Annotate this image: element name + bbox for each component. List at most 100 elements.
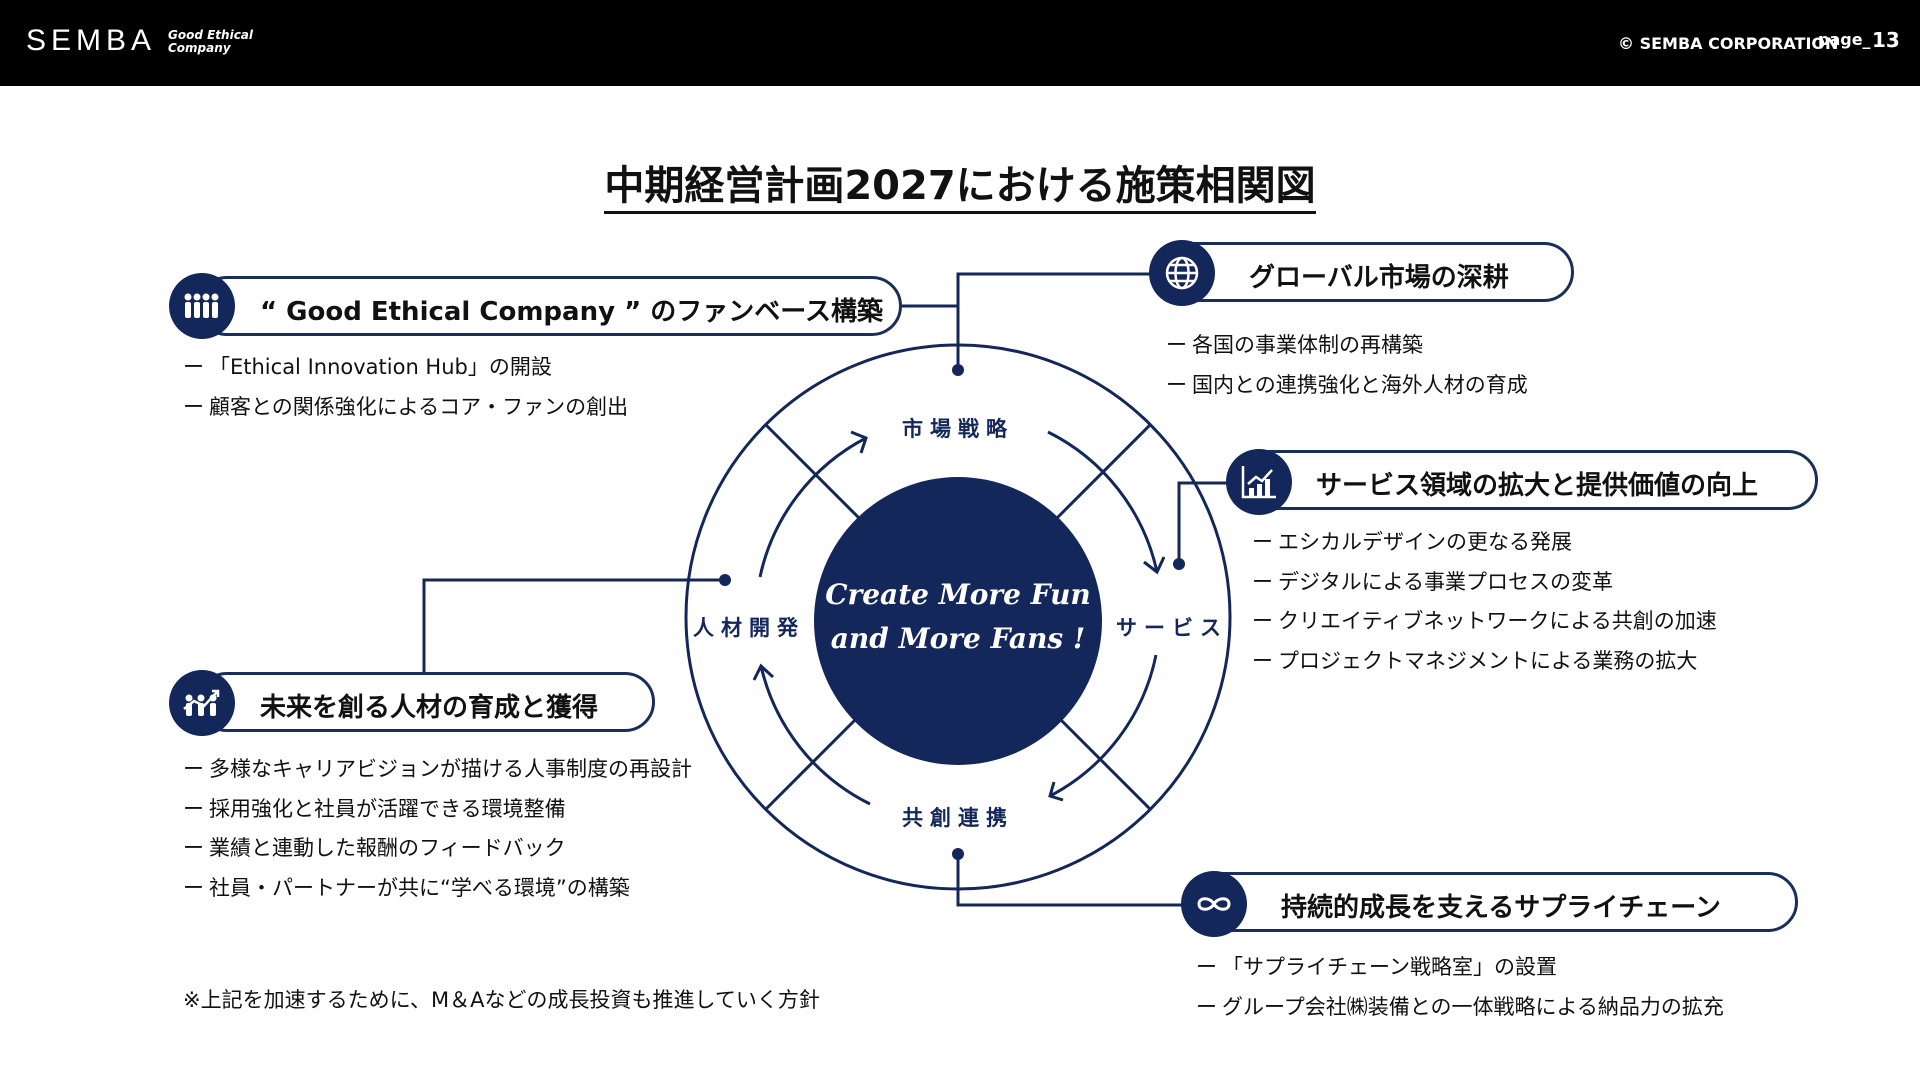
page-title-text: 中期経営計画2027における施策相関図 [604, 163, 1316, 214]
logo-tagline-line1: Good Ethical [168, 28, 254, 42]
list-item: ー多様なキャリアビジョンが描ける人事制度の再設計 [183, 754, 692, 794]
outer-ring [684, 343, 1232, 891]
cycle-arrowhead-top-left [850, 430, 868, 454]
page-label: page_ [1818, 30, 1871, 49]
bullet-dash: ー [183, 355, 204, 379]
list-item: ーデジタルによる事業プロセスの変革 [1252, 567, 1717, 607]
bullet-dash: ー [1252, 530, 1273, 554]
list-item: ー顧客との関係強化によるコア・ファンの創出 [183, 392, 628, 432]
bullet-dash: ー [183, 796, 204, 821]
semba-logo: SEMBA [26, 24, 157, 57]
bullet-text: クリエイティブネットワークによる共創の加速 [1278, 609, 1717, 633]
connector-dot-left [719, 574, 731, 586]
bullet-dash: ー [1196, 955, 1217, 979]
supply-bullets: ー「サプライチェーン戦略室」の設置 ーグループ会社㈱装備との一体戦略による納品力… [1196, 952, 1724, 1031]
cycle-arrow-top-left [758, 436, 867, 578]
core-message: Create More Fun and More Fans ! [808, 573, 1108, 661]
spoke-nw [763, 422, 863, 522]
header-bar: SEMBA Good Ethical Company © SEMBA CORPO… [0, 0, 1920, 86]
infinity-icon [1181, 871, 1247, 937]
ring-label-talent: 人材開発 [693, 616, 805, 640]
page-number: 13 [1872, 28, 1900, 52]
connector-dot-bottom [952, 848, 964, 860]
list-item: ー採用強化と社員が活躍できる環境整備 [183, 794, 692, 834]
copyright-text: © SEMBA CORPORATION [1618, 34, 1839, 53]
fanbase-bullets: ー「Ethical Innovation Hub」の開設 ー顧客との関係強化によ… [183, 352, 628, 431]
footnote: ※上記を加速するために、M＆Aなどの成長投資も推進していく方針 [183, 988, 820, 1012]
bullet-dash: ー [183, 836, 204, 860]
bullet-text: 「サプライチェーン戦略室」の設置 [1222, 955, 1557, 979]
ring-label-cocreation: 共創連携 [902, 806, 1014, 830]
service-pill: サービス領域の拡大と提供価値の向上 [1228, 450, 1818, 510]
bullet-text: 採用強化と社員が活躍できる環境整備 [209, 796, 566, 821]
talent-pill: 未来を創る人材の育成と獲得 [197, 672, 655, 732]
core-message-line2: and More Fans ! [830, 622, 1086, 655]
ring-label-service: サービス [1116, 616, 1228, 640]
list-item: ー社員・パートナーが共に“学べる環境”の構築 [183, 873, 692, 913]
connector-talent [422, 578, 725, 672]
bullet-dash: ー [183, 875, 204, 900]
bullet-text: 多様なキャリアビジョンが描ける人事制度の再設計 [209, 757, 692, 781]
global-pill: グローバル市場の深耕 [1150, 242, 1574, 302]
spoke-se [1053, 712, 1153, 812]
bullet-text: エシカルデザインの更なる発展 [1278, 530, 1572, 554]
bullet-text: 「Ethical Innovation Hub」の開設 [209, 355, 552, 379]
connector-service [1177, 481, 1228, 564]
list-item: ーグループ会社㈱装備との一体戦略による納品力の拡充 [1196, 992, 1724, 1032]
list-item: ークリエイティブネットワークによる共創の加速 [1252, 606, 1717, 646]
cycle-arrow-bottom-left [759, 665, 871, 806]
list-item: ー「サプライチェーン戦略室」の設置 [1196, 952, 1724, 992]
bullet-dash: ー [1252, 648, 1273, 673]
core-message-line1: Create More Fun [825, 578, 1091, 611]
connector-dot-right [1173, 558, 1185, 570]
global-bullets: ー各国の事業体制の再構築 ー国内との連携強化と海外人材の育成 [1166, 330, 1528, 409]
connector-fanbase [902, 304, 960, 370]
page-title: 中期経営計画2027における施策相関図 [0, 153, 1920, 214]
bullet-text: 各国の事業体制の再構築 [1192, 333, 1423, 357]
service-title: サービス領域の拡大と提供価値の向上 [1316, 471, 1759, 501]
service-bullets: ーエシカルデザインの更なる発展 ーデジタルによる事業プロセスの変革 ークリエイテ… [1252, 527, 1717, 685]
fanbase-title: “ Good Ethical Company ” のファンベース構築 [260, 297, 883, 327]
people-group-icon [169, 273, 235, 339]
bullet-dash: ー [1252, 569, 1273, 594]
connector-supply [956, 854, 1182, 907]
bullet-text: プロジェクトマネジメントによる業務の拡大 [1278, 648, 1698, 673]
bullet-text: 国内との連携強化と海外人材の育成 [1192, 372, 1528, 397]
bullet-text: グループ会社㈱装備との一体戦略による納品力の拡充 [1222, 994, 1724, 1019]
supply-pill: 持続的成長を支えるサプライチェーン [1182, 872, 1798, 932]
bullet-dash: ー [1252, 609, 1273, 633]
bullet-dash: ー [183, 757, 204, 781]
list-item: ー国内との連携強化と海外人材の育成 [1166, 370, 1528, 410]
bullet-dash: ー [1196, 994, 1217, 1019]
logo-tagline-line2: Company [168, 41, 231, 55]
supply-title: 持続的成長を支えるサプライチェーン [1281, 893, 1721, 923]
list-item: ー各国の事業体制の再構築 [1166, 330, 1528, 370]
talent-title: 未来を創る人材の育成と獲得 [260, 693, 599, 723]
core-circle [814, 477, 1102, 765]
bullet-text: デジタルによる事業プロセスの変革 [1278, 569, 1613, 594]
globe-icon [1149, 240, 1215, 306]
cycle-arrow-bottom-right [1049, 654, 1158, 798]
cycle-arrowhead-bottom-left [752, 663, 775, 681]
cycle-arrowhead-top-right [1143, 556, 1166, 575]
bar-chart-icon [1226, 449, 1292, 515]
ring-label-market: 市場戦略 [902, 417, 1014, 441]
talent-bullets: ー多様なキャリアビジョンが描ける人事制度の再設計 ー採用強化と社員が活躍できる環… [183, 754, 692, 912]
list-item: ープロジェクトマネジメントによる業務の拡大 [1252, 646, 1717, 686]
connector-dot-top [952, 364, 964, 376]
cycle-arrowhead-bottom-right [1048, 781, 1064, 802]
list-item: ー「Ethical Innovation Hub」の開設 [183, 352, 628, 392]
list-item: ー業績と連動した報酬のフィードバック [183, 833, 692, 873]
bullet-dash: ー [1166, 333, 1187, 357]
bullet-text: 顧客との関係強化によるコア・ファンの創出 [209, 394, 629, 419]
bullet-text: 社員・パートナーが共に“学べる環境”の構築 [209, 875, 630, 900]
cycle-arrow-top-right [1047, 430, 1159, 573]
fanbase-pill: “ Good Ethical Company ” のファンベース構築 [197, 276, 902, 336]
list-item: ーエシカルデザインの更なる発展 [1252, 527, 1717, 567]
bullet-dash: ー [183, 394, 204, 419]
bullet-dash: ー [1166, 372, 1187, 397]
logo-tagline: Good Ethical Company [168, 29, 278, 55]
growth-people-icon [169, 670, 235, 736]
connector-global [956, 272, 1150, 306]
